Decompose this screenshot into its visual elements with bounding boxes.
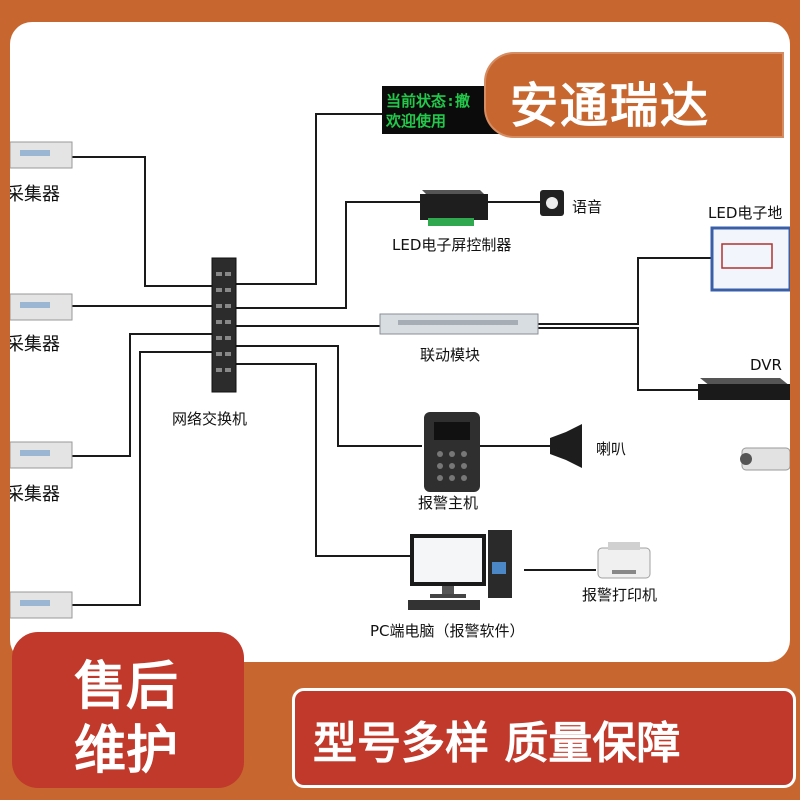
led-display-line1: 当前状态:撤 [386, 92, 471, 110]
collector-4 [10, 591, 73, 619]
alarm-host-device [424, 412, 480, 492]
horn-device [550, 424, 582, 468]
led-map-device [710, 226, 790, 292]
after-sales-line2: 维护 [74, 721, 179, 781]
line-pc [235, 363, 410, 557]
horn-label: 喇叭 [596, 440, 627, 458]
pc-device [408, 530, 512, 610]
line-led-display [235, 113, 382, 285]
pc-label: PC端电脑（报警软件） [370, 622, 525, 640]
slogan-banner: 型号多样 质量保障 [292, 688, 796, 788]
voice-label: 语音 [572, 198, 603, 216]
collector-2-label: 采集器 [10, 334, 60, 355]
linkage-module-device [379, 313, 539, 335]
slogan-text: 型号多样 质量保障 [313, 718, 681, 769]
line-led-map [538, 257, 714, 325]
collector-1 [10, 141, 73, 169]
collector-1-label: 采集器 [10, 184, 60, 205]
led-controller-device [420, 190, 488, 226]
linkage-module-label: 联动模块 [420, 346, 481, 364]
network-diagram [10, 86, 790, 619]
line-collector-4 [72, 351, 215, 606]
after-sales-badge: 售后 维护 [12, 632, 244, 788]
led-controller-label: LED电子屏控制器 [392, 236, 512, 254]
brand-name: 安通瑞达 [510, 78, 711, 134]
camera-device [740, 447, 790, 471]
voice-speaker-device [540, 190, 564, 216]
diagram-panel: 当前状态:撤 欢迎使用 采集器 采集器 采集器 网络交换机 LED电子屏控制器 … [10, 22, 790, 662]
collector-3 [10, 441, 73, 469]
led-map-label: LED电子地 [708, 204, 783, 222]
printer-label: 报警打印机 [582, 586, 658, 604]
line-alarm-host [235, 345, 422, 447]
brand-badge: 安通瑞达 [484, 52, 784, 138]
dvr-label: DVR [750, 356, 782, 374]
dvr-device [698, 378, 790, 400]
collector-3-label: 采集器 [10, 484, 60, 505]
line-collector-1 [72, 156, 215, 287]
network-switch [211, 257, 237, 393]
line-led-controller [235, 201, 420, 309]
printer-device [597, 542, 651, 579]
line-dvr [538, 327, 698, 391]
line-collector-3 [72, 333, 215, 457]
led-display-line2: 欢迎使用 [386, 112, 447, 130]
after-sales-line1: 售后 [74, 657, 179, 717]
alarm-host-label: 报警主机 [418, 494, 479, 512]
connection-lines [72, 113, 714, 606]
switch-label: 网络交换机 [172, 410, 248, 428]
collector-2 [10, 293, 73, 321]
